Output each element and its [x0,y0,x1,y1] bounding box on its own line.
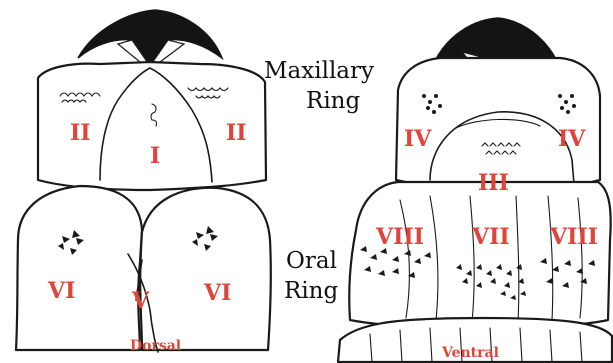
ventral-label: Ventral [441,345,499,361]
region-label-VII: VII [471,224,510,250]
dorsal-jaw-icon [78,10,222,65]
region-label-VIII-left: VIII [375,224,424,250]
region-label-VIII-right: VIII [549,224,598,250]
region-label-VI-left: VI [47,278,75,304]
maxillary-ring-label-line1: Maxillary [264,58,374,84]
dorsal-oral-lobe-right [140,188,271,350]
oral-ring-label-line2: Ring [284,278,338,304]
region-label-II-right: II [226,120,247,146]
region-label-I: I [150,143,160,169]
region-label-II-left: II [70,120,91,146]
region-label-IV-left: IV [404,126,432,152]
region-label-V: V [131,288,150,314]
dorsal-oral-lobe-left [16,186,142,350]
dorsal-label: Dorsal [130,338,181,354]
dorsal-view: II I II VI V VI Dorsal [16,10,271,354]
ventral-oral-ring [349,182,610,328]
maxillary-ring-label-line2: Ring [306,88,360,114]
oral-ring-label-line1: Oral [286,248,337,274]
region-label-IV-right: IV [558,126,586,152]
region-label-III: III [478,170,509,196]
ventral-view: IV IV III VIII VII VIII Ventral [338,18,612,362]
region-label-VI-right: VI [203,280,231,306]
